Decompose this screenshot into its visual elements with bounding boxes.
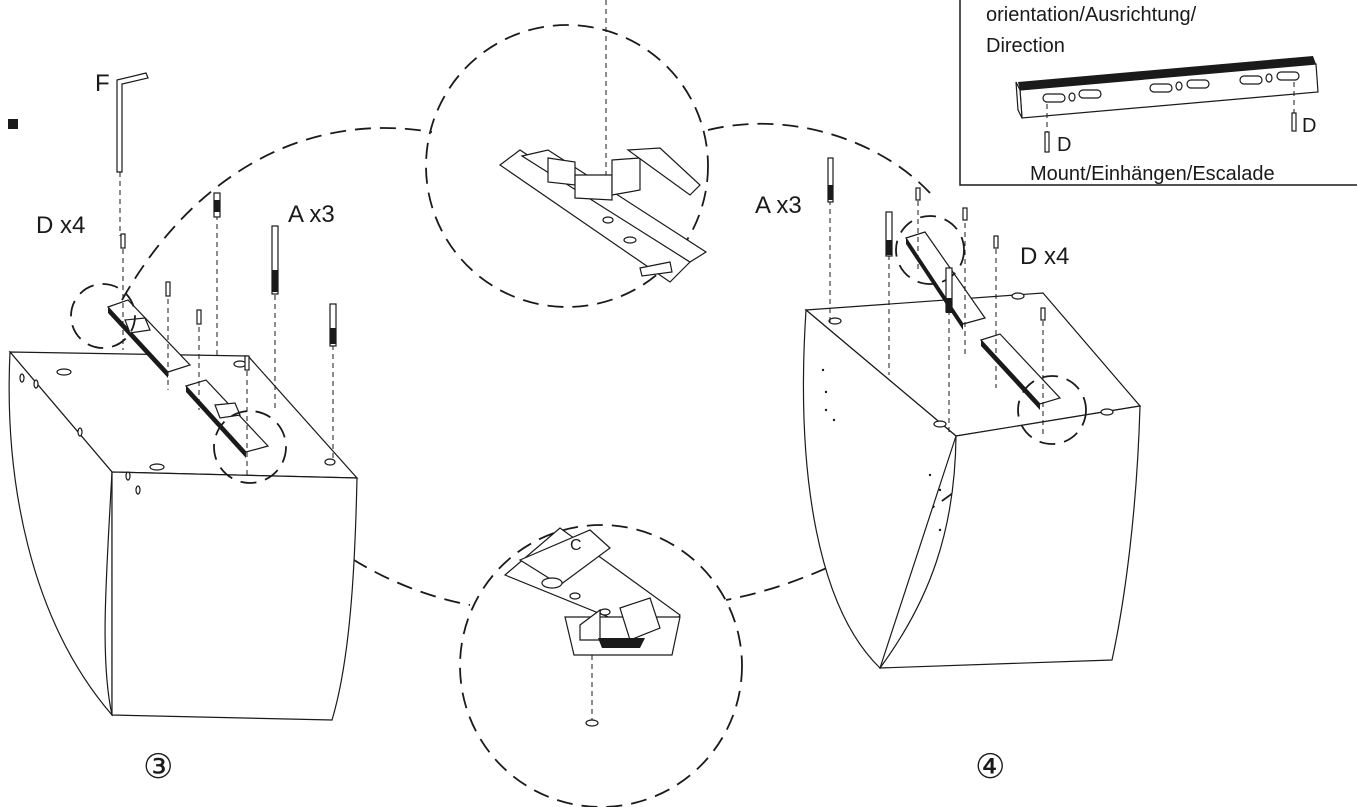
right-screws-and-anchors xyxy=(827,157,1046,438)
rail-slot-holes xyxy=(1042,71,1300,103)
inset-screw-label-right: D xyxy=(1302,115,1316,137)
detail-circle-bottom: C xyxy=(459,524,743,807)
hex-key-label: F xyxy=(95,70,110,97)
inset-orientation-text: orientation/Ausrichtung/ xyxy=(986,4,1197,26)
inset-mount-text: Mount/Einhängen/Escalade xyxy=(1030,163,1275,185)
right-cabinet-holes xyxy=(821,292,1114,532)
left-cabinet-holes xyxy=(19,360,336,495)
rail-channel-detail xyxy=(498,147,708,283)
inset-direction-text: Direction xyxy=(986,35,1065,57)
square-bullet-icon xyxy=(8,119,18,129)
step-four-number: ④ xyxy=(975,747,1005,787)
step-three-number: ③ xyxy=(143,747,173,787)
hex-key-f-icon xyxy=(116,72,149,236)
inset-screw-label-left: D xyxy=(1057,134,1071,156)
right-anchor-count-label: A x3 xyxy=(755,192,802,219)
svg-text:C: C xyxy=(570,537,582,554)
left-cabinet-assembly xyxy=(8,72,359,721)
right-screw-count-label: D x4 xyxy=(1020,243,1069,270)
left-screw-count-label: D x4 xyxy=(36,212,85,239)
orientation-inset: orientation/Ausrichtung/ Direction D xyxy=(959,0,1357,186)
left-screws-and-anchors xyxy=(120,192,337,478)
rail-channel-detail-bottom: C xyxy=(503,527,681,656)
mounting-rail-illustration xyxy=(1015,56,1319,153)
detail-circle-top xyxy=(425,0,709,308)
left-anchor-count-label: A x3 xyxy=(288,201,335,228)
right-cabinet-assembly xyxy=(802,157,1142,670)
